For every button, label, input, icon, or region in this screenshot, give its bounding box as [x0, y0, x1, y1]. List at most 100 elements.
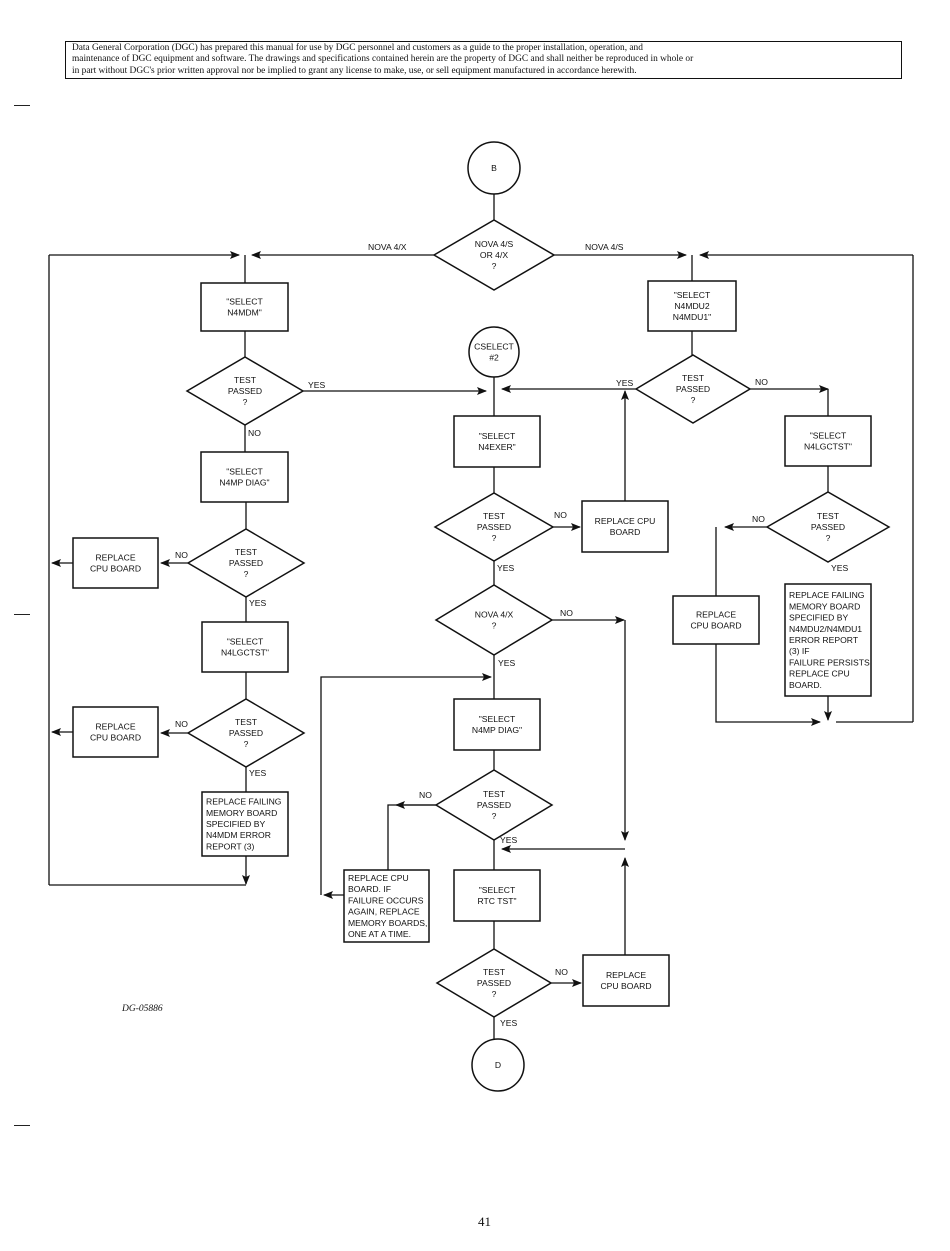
select-n4mdm-box — [200, 282, 289, 332]
select-n4lgctst-l-text: "SELECT — [227, 636, 264, 646]
label-nova4x: NOVA 4/X — [368, 242, 407, 252]
test-r2-text: PASSED — [811, 522, 845, 532]
notice-line: in part without DGC's prior written appr… — [72, 65, 637, 76]
select-rtc-text: RTC TST" — [477, 896, 516, 906]
test-c1-text: TEST — [483, 511, 506, 521]
replace-cpu-mem-c-text: AGAIN, REPLACE — [348, 907, 420, 917]
test-c1-text: PASSED — [477, 522, 511, 532]
replace-mem-l-text: MEMORY BOARD — [206, 808, 277, 818]
select-n4mdu-box — [647, 280, 737, 332]
label-no: NO — [555, 967, 568, 977]
replace-cpu-c1-box — [581, 500, 669, 553]
label-yes: YES — [500, 835, 517, 845]
replace-cpu-mem-c-text: MEMORY BOARDS, — [348, 918, 427, 928]
test-r1-decision — [634, 354, 752, 424]
test-r1-text: TEST — [682, 373, 705, 383]
end-connector — [471, 1038, 525, 1092]
select-n4exer-box — [453, 415, 541, 468]
select-n4mdm-text: "SELECT — [226, 296, 263, 306]
replace-cpu-r-text: REPLACE — [696, 609, 736, 619]
start-label: B — [491, 163, 497, 173]
label-no: NO — [560, 608, 573, 618]
test-l2-text: ? — [244, 569, 249, 579]
label-yes: YES — [500, 1018, 517, 1028]
margin-mark — [14, 614, 30, 616]
figure-id: DG-05886 — [122, 1004, 163, 1014]
label-no: NO — [175, 719, 188, 729]
test-l3-text: PASSED — [229, 728, 263, 738]
replace-cpu-mem-c-text: REPLACE CPU — [348, 873, 409, 883]
flow-line — [320, 673, 492, 895]
select-n4lgctst-l-text: N4LGCTST" — [221, 648, 269, 658]
replace-mem-r-text: REPLACE FAILING — [789, 590, 865, 600]
label-yes: YES — [831, 563, 848, 573]
replace-cpu-mem-c-text: ONE AT A TIME. — [348, 929, 411, 939]
replace-cpu-l2-text: REPLACE — [95, 721, 135, 731]
label-no: NO — [248, 428, 261, 438]
replace-cpu-c2-text: CPU BOARD — [600, 981, 651, 991]
notice-line: Data General Corporation (DGC) has prepa… — [72, 43, 643, 53]
label-no: NO — [554, 510, 567, 520]
cselect-label: CSELECT — [474, 342, 514, 352]
replace-mem-r-text: BOARD. — [789, 680, 822, 690]
cselect-label: #2 — [489, 353, 499, 363]
decision-model-decision — [432, 219, 556, 291]
replace-mem-r-text: ERROR REPORT — [789, 635, 859, 645]
select-n4mdu-text: N4MDU1" — [673, 312, 711, 322]
select-n4lgctst-r-text: "SELECT — [810, 430, 847, 440]
label-yes: YES — [249, 768, 266, 778]
select-n4lgctst-r-text: N4LGCTST" — [804, 442, 852, 452]
replace-mem-l-text: N4MDM ERROR — [206, 830, 271, 840]
replace-mem-l-text: REPLACE FAILING — [206, 797, 282, 807]
replace-cpu-l1-text: REPLACE — [95, 552, 135, 562]
replace-cpu-c2-box — [582, 954, 670, 1007]
label-yes: YES — [249, 598, 266, 608]
test-l2-decision — [186, 528, 306, 598]
label-yes: YES — [616, 378, 633, 388]
replace-mem-r-text: MEMORY BOARD — [789, 601, 860, 611]
test-c2-decision — [434, 769, 554, 841]
flow-edges — [48, 194, 914, 1039]
test-c2-text: TEST — [483, 789, 506, 799]
margin-mark — [14, 105, 30, 107]
test-c1-text: ? — [492, 533, 497, 543]
decision-model-text: ? — [492, 261, 497, 271]
test-c2-text: PASSED — [477, 800, 511, 810]
select-n4mdm-text: N4MDM" — [227, 308, 262, 318]
test-r2-text: ? — [826, 533, 831, 543]
select-n4mdu-text: N4MDU2 — [674, 301, 710, 311]
select-n4mp-l-box — [200, 451, 289, 503]
replace-cpu-l1-text: CPU BOARD — [90, 564, 141, 574]
replace-mem-r-text: FAILURE PERSISTS, — [789, 657, 872, 667]
flow-line — [715, 644, 821, 726]
select-n4exer-text: "SELECT — [479, 431, 516, 441]
test-r1-text: PASSED — [676, 384, 710, 394]
test-l2-text: TEST — [235, 547, 258, 557]
test-l1-text: TEST — [234, 375, 257, 385]
replace-cpu-l2-text: CPU BOARD — [90, 733, 141, 743]
replace-cpu-c1-text: REPLACE CPU — [595, 516, 656, 526]
test-l3-text: ? — [244, 739, 249, 749]
label-no: NO — [755, 377, 768, 387]
test-c3-text: TEST — [483, 967, 506, 977]
test-l1-text: ? — [243, 397, 248, 407]
test-c3-decision — [435, 948, 553, 1018]
label-yes: YES — [497, 563, 514, 573]
test-c3-text: ? — [492, 989, 497, 999]
select-rtc-text: "SELECT — [479, 885, 516, 895]
replace-cpu-c1-text: BOARD — [610, 527, 641, 537]
page-number: 41 — [478, 1214, 491, 1229]
replace-cpu-mem-c-box — [343, 869, 430, 943]
replace-mem-r-text: N4MDU2/N4MDU1 — [789, 624, 862, 634]
select-n4exer-text: N4EXER" — [478, 442, 515, 452]
label-no: NO — [175, 550, 188, 560]
cselect-connector — [468, 326, 520, 378]
test-l3-decision — [186, 698, 306, 768]
replace-cpu-mem-c-text: FAILURE OCCURS — [348, 895, 424, 905]
test-l2-text: PASSED — [229, 558, 263, 568]
margin-mark — [14, 1125, 30, 1127]
replace-cpu-r-text: CPU BOARD — [690, 621, 741, 631]
select-n4mp-c-text: N4MP DIAG" — [472, 725, 522, 735]
